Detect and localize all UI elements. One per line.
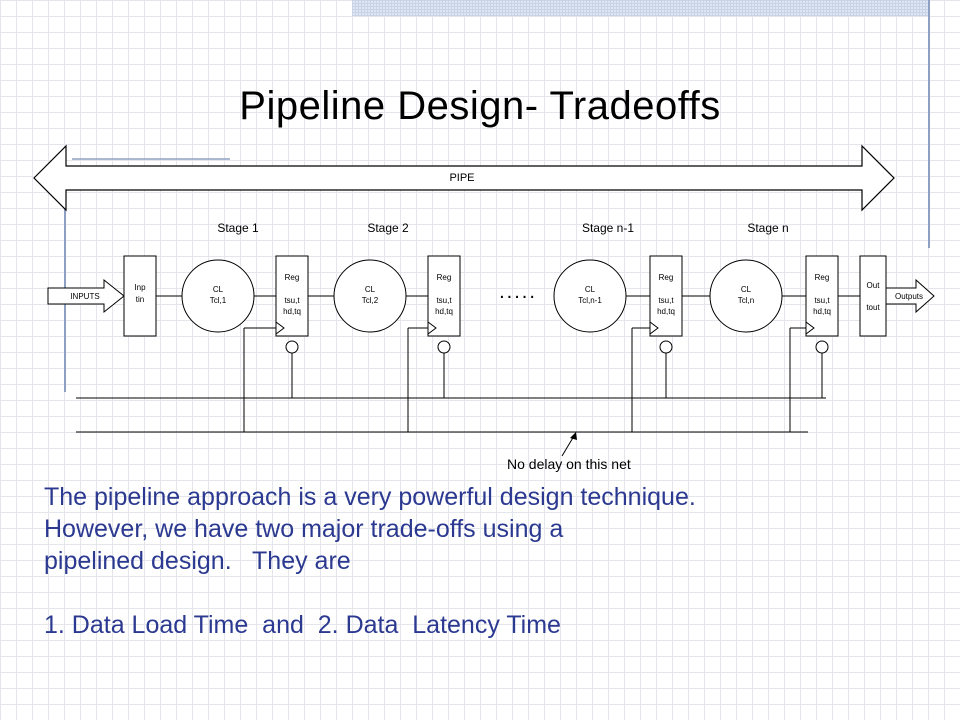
note-pointer-head [570, 432, 577, 440]
pipe-label: PIPE [449, 172, 474, 184]
cl-block-label: CL [741, 285, 752, 294]
register-setup: tsu,t [658, 296, 674, 305]
clock-bubble [285, 340, 299, 354]
clock-bubble [815, 340, 829, 354]
spacer [44, 577, 944, 609]
clock-bubble [659, 340, 673, 354]
register-hold: hd,tq [657, 307, 675, 316]
cl-block-delay: Tcl,n-1 [578, 296, 602, 305]
right-decorative-rule [928, 0, 930, 248]
stage-label: Stage 2 [367, 221, 409, 235]
register-label: Reg [815, 273, 830, 282]
cl-block [553, 259, 627, 333]
cl-block-label: CL [213, 285, 224, 294]
register-hold: hd,tq [283, 307, 301, 316]
slide-title: Pipeline Design- Tradeoffs [239, 84, 721, 128]
register: Reg tsu,t hd,tq [805, 255, 839, 337]
body-line: The pipeline approach is a very powerful… [44, 483, 696, 511]
pipeline-diagram: PIPE Stage 1 Stage 2 Stage n-1 Stage n I… [33, 144, 935, 472]
outputs-label: Outputs [895, 292, 923, 301]
body-line: pipelined design. They are [44, 547, 351, 575]
input-block [123, 255, 157, 337]
inputs-label: INPUTS [70, 292, 99, 301]
register: Reg tsu,t hd,tq [427, 255, 461, 337]
clock-bubble [437, 340, 451, 354]
register-setup: tsu,t [284, 296, 300, 305]
stage-label: Stage n-1 [582, 221, 634, 235]
cl-block-delay: Tcl,n [738, 296, 754, 305]
continuation-dots: ..... [499, 281, 537, 303]
body-line: However, we have two major trade-offs us… [44, 515, 564, 543]
register: Reg tsu,t hd,tq [275, 255, 309, 337]
output-block [859, 255, 887, 337]
stage-label: Stage n [747, 221, 788, 235]
cl-block [709, 259, 783, 333]
register-label: Reg [659, 273, 674, 282]
note-pointer [561, 435, 575, 457]
body-text: The pipeline approach is a very powerful… [44, 481, 944, 641]
register-setup: tsu,t [436, 296, 452, 305]
cl-block [181, 259, 255, 333]
register-setup: tsu,t [814, 296, 830, 305]
cl-block-delay: Tcl,2 [362, 296, 379, 305]
cl-block [333, 259, 407, 333]
register-hold: hd,tq [435, 307, 453, 316]
net-note: No delay on this net [507, 456, 631, 472]
cl-block-delay: Tcl,1 [210, 296, 227, 305]
cl-block-label: CL [365, 285, 376, 294]
inputs-arrow [47, 278, 125, 314]
register: Reg tsu,t hd,tq [649, 255, 683, 337]
output-block-time: tout [866, 303, 880, 312]
cl-block-label: CL [585, 285, 596, 294]
input-block-time: tin [136, 295, 144, 304]
left-decorative-rule [64, 152, 66, 392]
register-hold: hd,tq [813, 307, 831, 316]
pipe-double-arrow [33, 144, 895, 212]
body-line: 1. Data Load Time and 2. Data Latency Ti… [44, 611, 561, 639]
top-decorative-band [352, 0, 930, 16]
input-block-label: Inp [134, 283, 146, 292]
register-label: Reg [285, 273, 300, 282]
output-block-label: Out [867, 281, 881, 290]
stage-label: Stage 1 [217, 221, 259, 235]
outputs-arrow [885, 278, 935, 314]
clock-net [76, 327, 826, 433]
register-label: Reg [437, 273, 452, 282]
